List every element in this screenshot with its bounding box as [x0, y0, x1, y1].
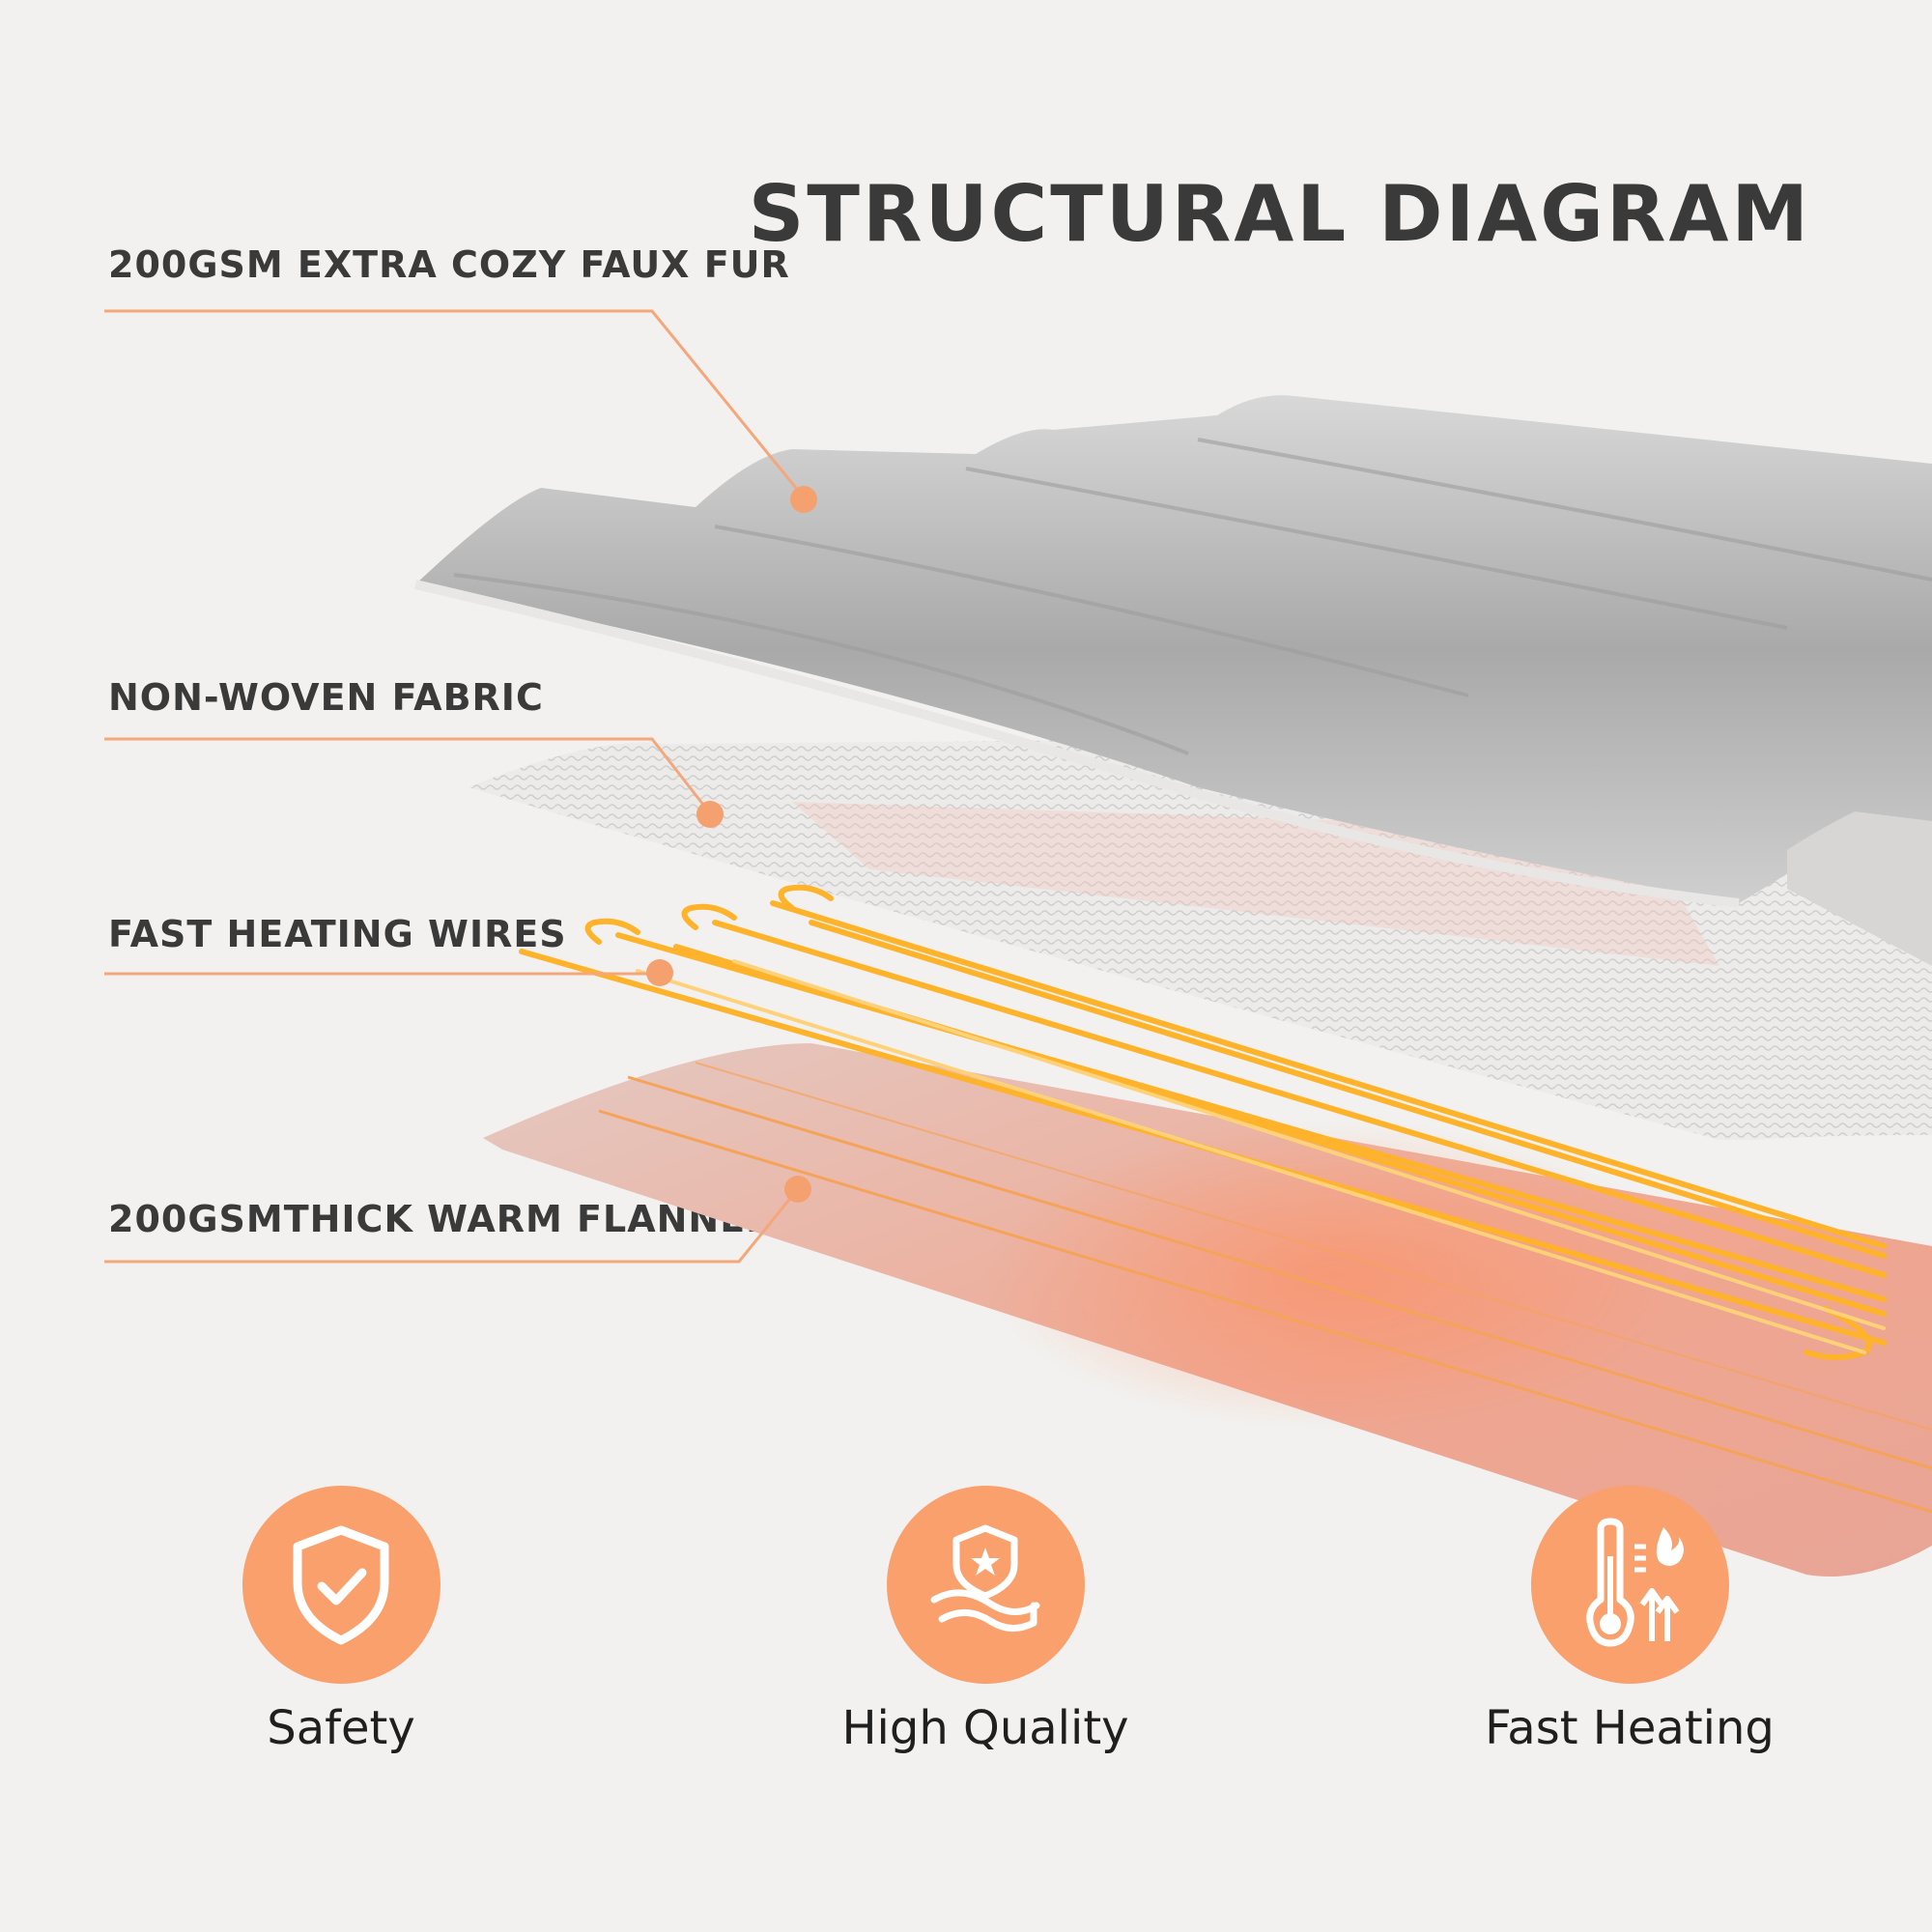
feature-high-quality: High Quality [782, 1486, 1188, 1755]
leader-line-flannel [104, 1189, 799, 1264]
label-faux-fur: 200GSM EXTRA COZY FAUX FUR [108, 243, 790, 286]
dot-non-woven [696, 801, 724, 828]
quality-badge-icon [930, 1524, 1040, 1632]
label-flannel: 200GSMTHICK WARM FLANNEL [108, 1198, 771, 1240]
faux-fur-layer [413, 395, 1932, 966]
leader-lines [104, 309, 806, 1264]
heating-wires-layer [519, 884, 1887, 1360]
dot-heating-wires [646, 959, 673, 986]
label-heating-wires: FAST HEATING WIRES [108, 913, 567, 955]
dot-flannel [784, 1176, 811, 1203]
thermometer-flame-icon [1586, 1518, 1684, 1646]
feature-high-quality-label: High Quality [841, 1701, 1129, 1755]
feature-high-quality-circle [886, 1486, 1085, 1684]
feature-fast-heating: Fast Heating [1427, 1486, 1833, 1755]
feature-safety: Safety [138, 1486, 544, 1755]
leader-line-faux-fur [104, 309, 806, 498]
shield-check-icon [293, 1525, 389, 1644]
feature-safety-label: Safety [267, 1701, 415, 1755]
feature-fast-heating-label: Fast Heating [1485, 1701, 1775, 1755]
feature-safety-circle [242, 1486, 440, 1684]
leader-line-non-woven [104, 737, 712, 814]
page-title: STRUCTURAL DIAGRAM [748, 169, 1811, 259]
feature-fast-heating-circle [1530, 1486, 1729, 1684]
leader-dots [646, 486, 817, 1203]
dot-faux-fur [790, 486, 817, 513]
label-non-woven-fabric: NON-WOVEN FABRIC [108, 676, 544, 719]
